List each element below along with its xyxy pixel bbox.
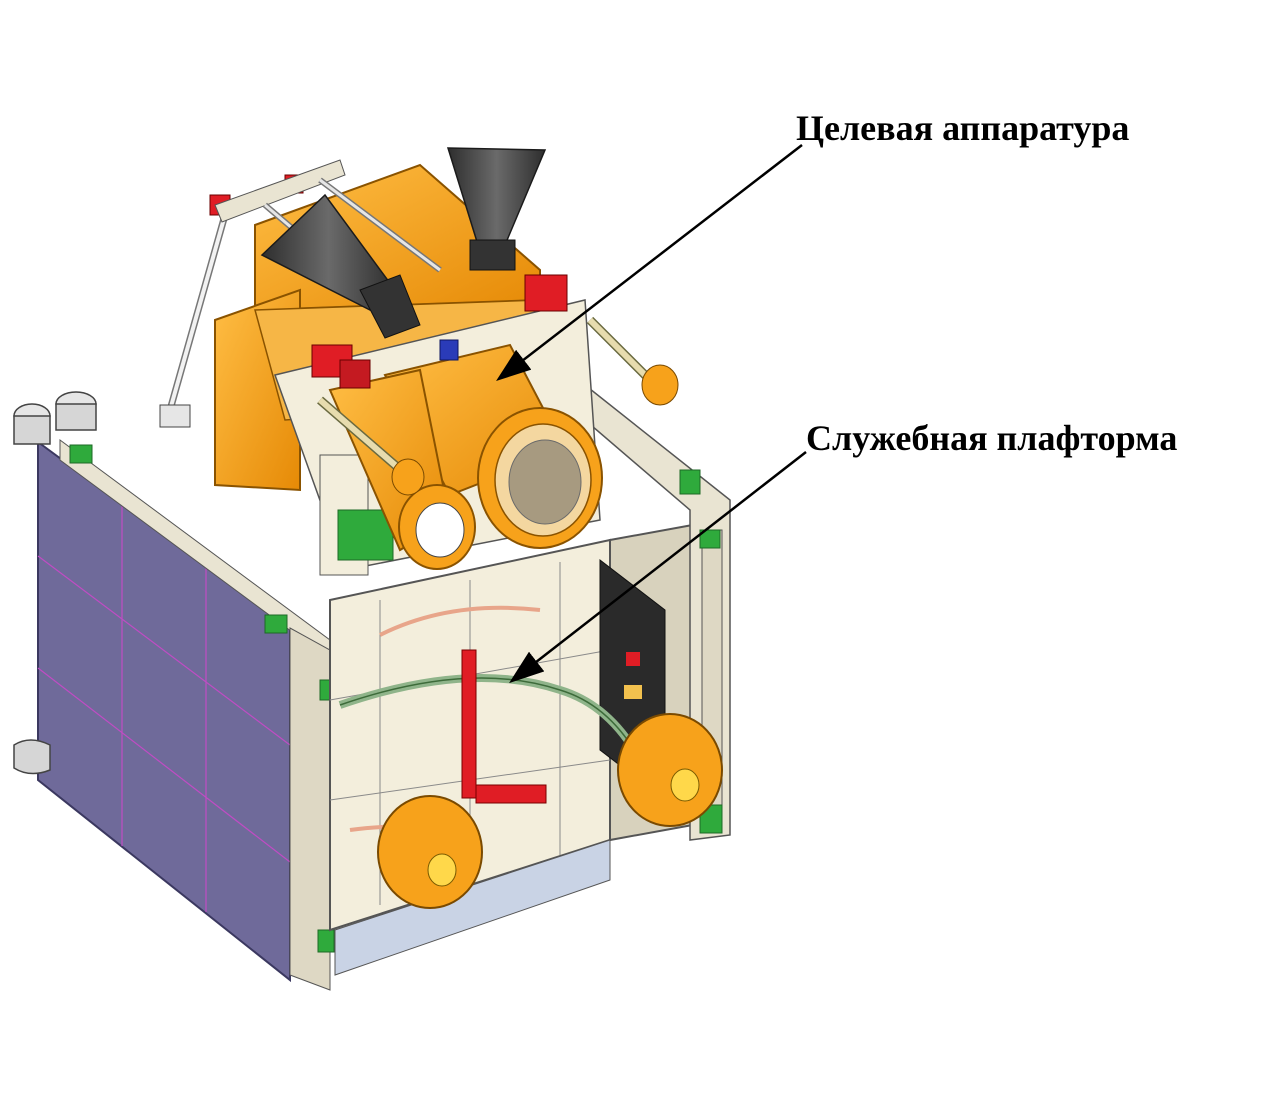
disk-antenna-bottom bbox=[377, 795, 483, 909]
payload-label: Целевая аппаратура bbox=[796, 108, 1130, 148]
payload-callout-arrow bbox=[496, 144, 803, 382]
left-mounts bbox=[13, 391, 337, 953]
payload-assembly bbox=[159, 147, 679, 576]
solar-panel-left bbox=[37, 439, 331, 991]
platform-label: Служебная плафторма bbox=[806, 418, 1178, 458]
platform-callout-arrow bbox=[509, 451, 807, 684]
disk-antenna-right bbox=[617, 713, 723, 827]
